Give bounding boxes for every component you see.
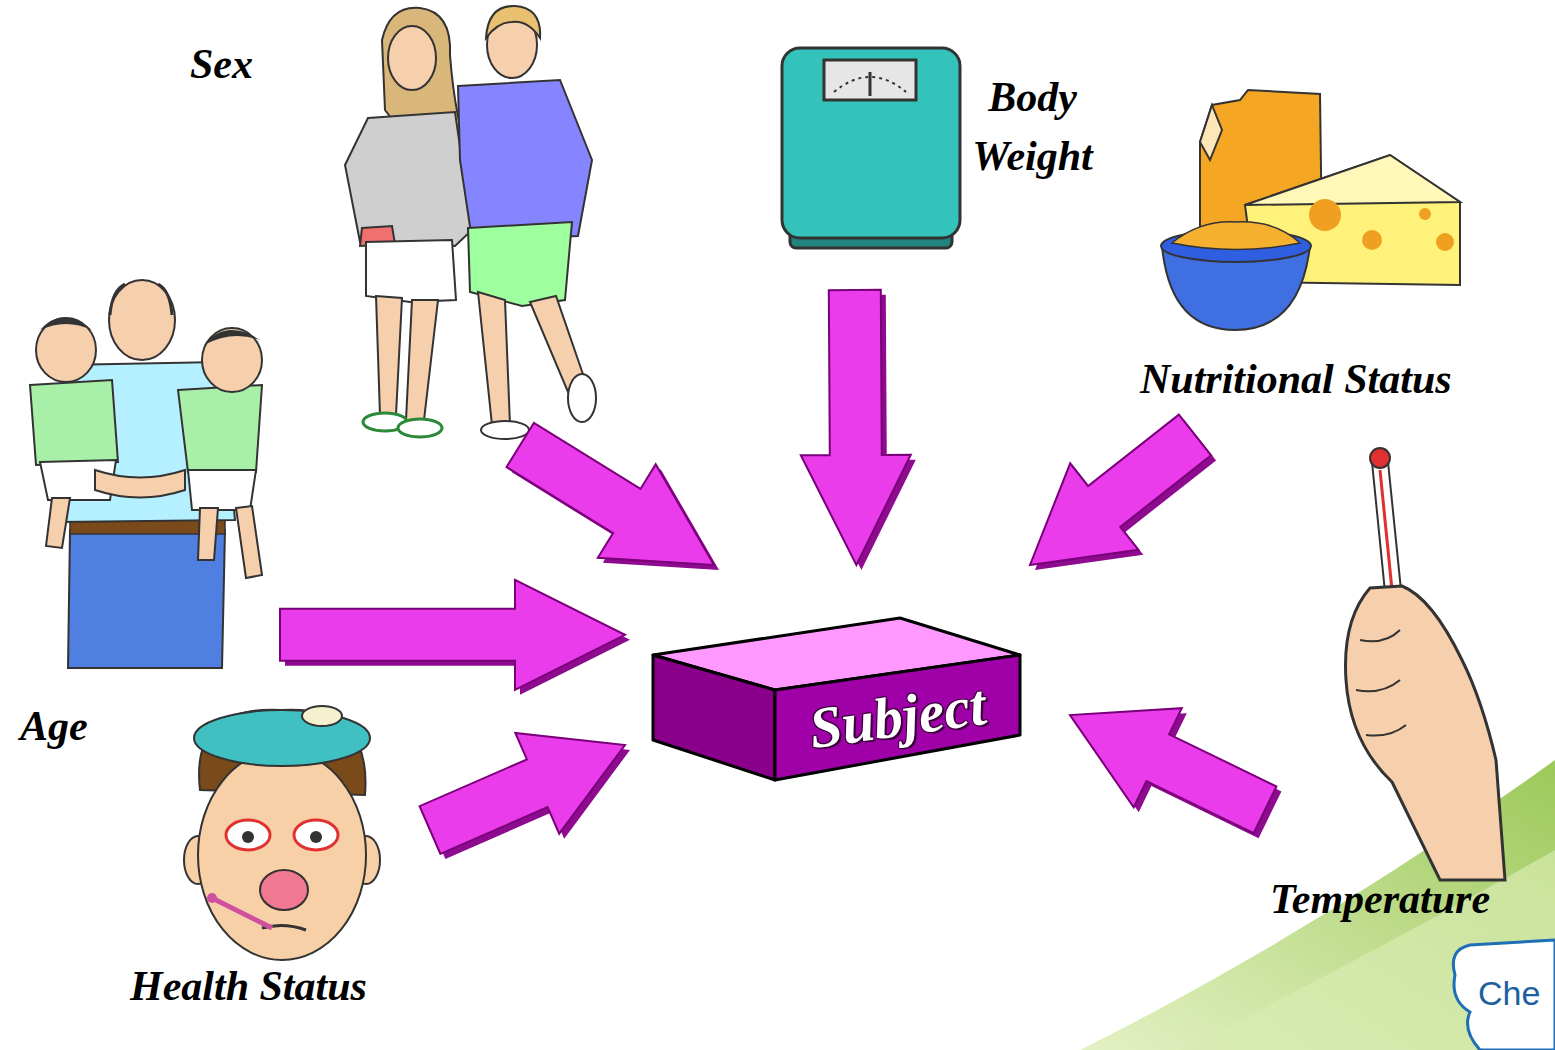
eye (226, 820, 270, 850)
block-arrow-body (507, 423, 715, 565)
cheese-hole (1309, 199, 1341, 231)
factor-group: Sex (180, 5, 600, 445)
pupil (242, 831, 254, 843)
thermometer-bulb (1370, 448, 1390, 468)
factor-group: Temperature (1265, 440, 1548, 935)
block-arrow-body (801, 290, 911, 565)
cheese-top (1245, 155, 1460, 205)
baby-leg (236, 506, 262, 578)
factor-label: Body Weight (950, 68, 1115, 186)
scale-picture (782, 48, 960, 248)
father-head (109, 280, 175, 360)
block-arrow (1030, 415, 1216, 570)
scale-needle (869, 72, 872, 96)
logo-text: Che (1478, 975, 1540, 1012)
woman-shorts (366, 240, 456, 302)
factor-label: Temperature (1270, 875, 1490, 923)
father-picture (30, 280, 262, 668)
baby-hair (40, 318, 92, 331)
father-hair (110, 284, 172, 315)
finger-lines (1356, 630, 1406, 736)
slab-side (653, 655, 775, 780)
food-picture (1161, 90, 1460, 330)
factor-label: Age (20, 702, 88, 750)
father-arms (95, 470, 185, 498)
ice-bag (194, 710, 370, 766)
sick-face-picture (184, 706, 380, 960)
eye (294, 820, 338, 850)
cheese-bite (1200, 105, 1222, 160)
block-arrow-body (1070, 708, 1276, 833)
baby-hair (204, 330, 260, 345)
man-leg (478, 292, 510, 425)
thermometer-bulb (207, 893, 217, 903)
block-arrow (280, 580, 630, 695)
block-arrow-body (420, 733, 625, 854)
factor-group: Body Weight (780, 40, 1120, 290)
baby-body (178, 385, 262, 472)
factor-group: Nutritional Status (1135, 90, 1535, 435)
logo-box: Che (1478, 975, 1540, 1012)
subject-box: Subject (625, 565, 1070, 790)
woman-leg (406, 300, 438, 420)
couple-picture (345, 6, 596, 439)
scale-dial (824, 60, 916, 100)
logo-outline (1453, 940, 1555, 1050)
man-shoe (481, 421, 529, 439)
block-arrow (507, 423, 720, 570)
slab-front (775, 655, 1020, 780)
factor-label: Sex (190, 40, 253, 88)
baby-leg (46, 498, 70, 548)
block-arrow-body (1030, 415, 1211, 565)
baby-head (36, 318, 96, 382)
block-arrow (801, 290, 916, 570)
block-arrow-body (280, 580, 625, 690)
ice-bag-cap (302, 706, 342, 726)
thermometer-mercury (1380, 470, 1392, 590)
thermometer-hand-picture (1346, 448, 1506, 880)
face (198, 750, 366, 960)
man-hair (486, 6, 540, 38)
factor-label: Health Status (130, 962, 367, 1010)
bowl-food (1172, 222, 1300, 250)
woman-shoe (398, 419, 442, 437)
baby-leg (198, 508, 218, 560)
baby-diaper (188, 470, 256, 510)
block-arrow (1070, 708, 1281, 838)
baby-head (202, 328, 262, 392)
cheese-hole (1419, 208, 1431, 220)
block-arrow (420, 733, 630, 859)
factor-group: Age (10, 280, 280, 755)
mouth-thermometer (212, 898, 272, 928)
factor-label: Nutritional Status (1140, 355, 1452, 403)
pupil (310, 831, 322, 843)
thermometer (1372, 462, 1402, 602)
woman-leg (376, 296, 402, 415)
woman-jacket (345, 112, 472, 246)
nose (260, 870, 308, 910)
man-shoe (568, 374, 596, 422)
cheese-hole (1362, 230, 1382, 250)
factor-group: Health Status (125, 700, 430, 1045)
cheese-hole (1436, 233, 1454, 251)
man-sweater (458, 80, 592, 240)
baby-body (30, 380, 118, 465)
hand (1346, 586, 1506, 880)
woman-face (388, 26, 436, 90)
scale-body (782, 48, 960, 238)
